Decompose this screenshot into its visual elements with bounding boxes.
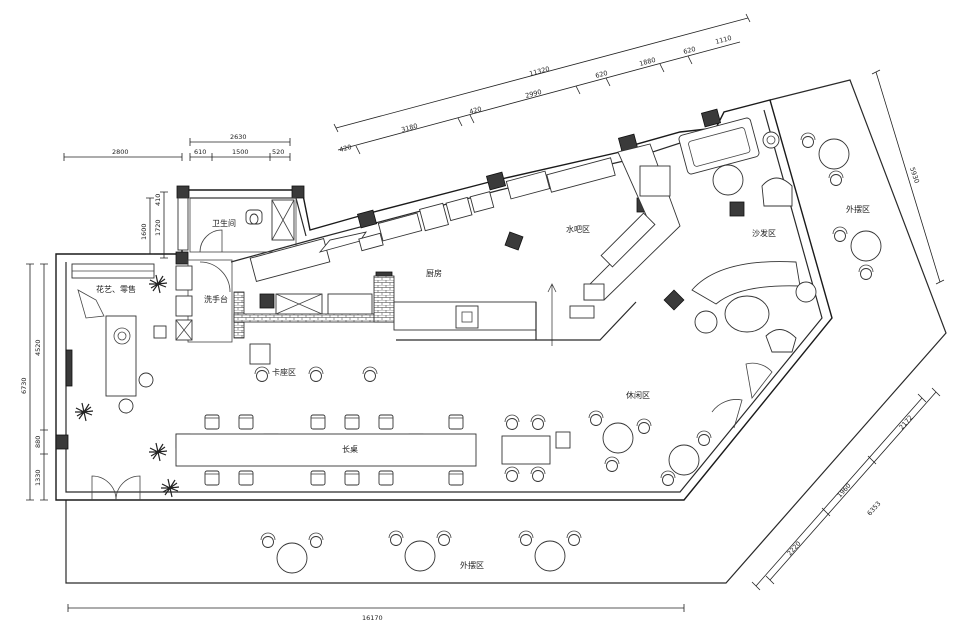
sofa-area [678,117,817,353]
dim-left-a: 4520 [34,339,42,356]
outdoor-top-seating [800,132,882,280]
dim-top-f: 620 [682,45,696,56]
dim-left-total: 6730 [20,377,28,394]
kitchen-area [233,238,537,365]
label-booth: 卡座区 [272,367,296,377]
dim-left-b: 880 [34,436,42,448]
dim-left-c: 1330 [34,469,42,486]
long-table-area [175,414,571,486]
label-kitchen: 厨房 [426,268,442,278]
dim-restroom-b: 1500 [232,148,249,156]
dim-top-g: 1110 [714,34,732,46]
outdoor-boundary [65,79,947,584]
dim-top-h: 420 [338,143,352,154]
label-sofa: 沙发区 [752,228,776,238]
dim-top-d: 620 [594,69,608,80]
dim-small-1: 1600 [140,223,148,240]
dim-right-b-c: 2172 [898,414,915,432]
florist-retail-area [65,263,180,501]
dim-top-total: 11320 [528,65,550,78]
dim-top-a: 3180 [400,122,418,134]
label-lounge: 休闲区 [626,390,650,400]
dim-right-top: 5930 [908,166,921,184]
water-bar-counters [318,143,681,346]
label-restroom: 卫生间 [212,218,236,228]
label-outdoor-bottom: 外摆区 [460,560,484,570]
dim-top-c: 2990 [524,88,542,100]
dim-right-b-a: 2220 [786,540,803,558]
dim-top-left: 2800 [112,148,129,156]
dim-bottom-total: 16170 [362,614,383,622]
outdoor-bottom-seating [260,530,582,574]
room-labels: 卫生间 花艺、零售 洗手台 厨房 水吧区 沙发区 卡座区 休闲区 长桌 外摆区 … [96,204,870,570]
dim-restroom-c: 520 [272,148,284,156]
label-outdoor-top: 外摆区 [846,204,870,214]
label-florist: 花艺、零售 [96,284,136,294]
restroom [177,197,297,253]
label-handwash: 洗手台 [204,294,228,304]
dim-small-3: 410 [154,194,162,206]
dim-small-2: 1720 [154,219,162,236]
dim-restroom-total: 2630 [230,133,247,141]
label-long-table: 长桌 [342,444,358,454]
dim-top-e: 1880 [638,56,656,68]
dim-right-b-total: 6353 [866,500,883,518]
handwash-area [175,259,233,343]
lounge-area [588,362,773,486]
label-water-bar: 水吧区 [566,224,590,234]
dim-top-b: 420 [468,105,482,116]
dim-restroom-a: 610 [194,148,206,156]
